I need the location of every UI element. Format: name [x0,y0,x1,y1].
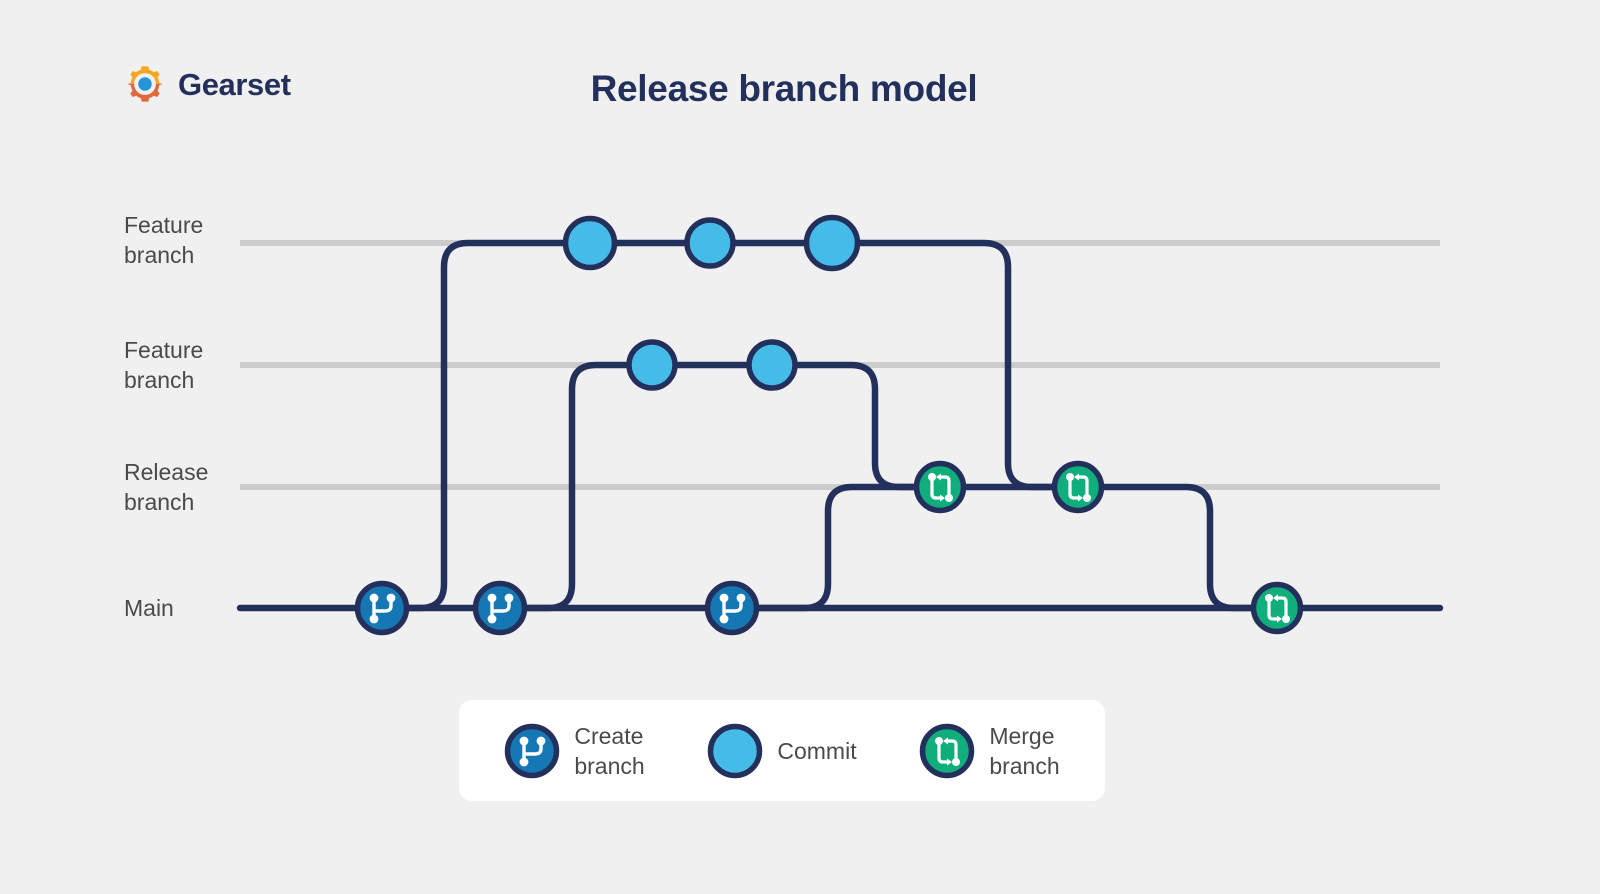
node-merge-main[interactable] [1250,581,1304,635]
legend-card: Create branch Commit Merge branch [459,700,1105,801]
lane-label-main: Main [124,595,174,621]
edge-create-feature-1 [378,239,574,612]
brand-logo-group: Gearset [124,63,291,105]
lane-label-feature-branch-1: Feature branch [124,212,204,268]
legend-label-merge-branch: Merge branch [989,722,1060,779]
create-branch-icon [505,723,560,778]
node-create-branch-2[interactable] [472,580,528,636]
page-title: Release branch model [590,68,978,109]
node-create-branch-1[interactable] [354,580,410,636]
legend-label-commit: Commit [777,737,857,764]
commit-icon [708,723,763,778]
node-merge-release-1[interactable] [913,460,967,514]
node-merge-release-2[interactable] [1051,460,1105,514]
node-commit-f2-1[interactable] [626,339,678,391]
legend-item-merge-branch[interactable]: Merge branch [919,721,1060,781]
edge-release-merge-main [1074,483,1281,612]
merge-branch-icon [920,723,975,778]
edge-feature-2-merge-release [768,361,944,491]
node-commit-f1-1[interactable] [562,215,618,271]
node-commit-f1-3[interactable] [803,214,861,272]
legend-label-create-branch: Create branch [574,722,645,779]
legend-item-commit[interactable]: Commit [707,723,857,779]
branch-edges [236,239,1444,612]
brand-name: Gearset [178,66,291,102]
edge-create-release [728,483,944,612]
lane-label-feature-branch-2: Feature branch [124,337,204,393]
node-create-branch-3[interactable] [704,580,760,636]
gearset-gear-logo-icon [127,66,163,102]
node-commit-f2-2[interactable] [746,339,798,391]
edge-create-feature-2 [496,361,656,612]
graph-nodes [354,214,1304,636]
node-commit-f1-2[interactable] [684,217,736,269]
lane-label-release-branch: Release branch [124,459,209,515]
legend-item-create-branch[interactable]: Create branch [504,721,645,781]
